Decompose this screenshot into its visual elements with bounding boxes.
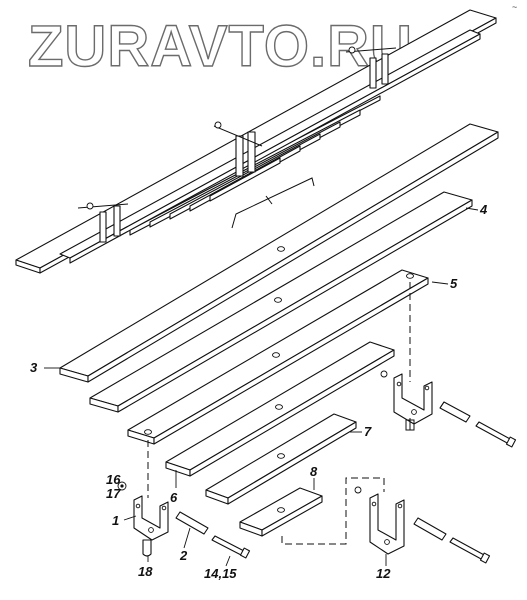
nut-left [117, 481, 127, 491]
bolt-upper-right [475, 421, 517, 448]
spring-leaf-5 [127, 269, 429, 445]
callout-16: 16 [106, 472, 121, 487]
bolt-14-15 [211, 535, 251, 559]
callout-3: 3 [30, 360, 38, 375]
watermark: ZURAVTO.RU [28, 14, 413, 79]
pin-lower-right [413, 517, 447, 541]
pin-left [142, 539, 152, 557]
callout-6: 6 [170, 490, 178, 505]
callout-18: 18 [138, 564, 153, 579]
spring-clamp-right [345, 46, 397, 89]
corner-mark: ~ [512, 2, 517, 12]
callout-8: 8 [310, 464, 318, 479]
callout-14-15: 14,15 [204, 566, 237, 581]
callout-2: 2 [179, 548, 188, 563]
callout-1: 1 [112, 513, 119, 528]
u-bracket-left [133, 495, 169, 541]
callout-5: 5 [450, 276, 458, 291]
spring-leaf-6 [165, 341, 395, 477]
spring-clamp-center [213, 121, 263, 177]
u-bracket-lower-right [354, 486, 405, 555]
callout-7: 7 [364, 424, 372, 439]
leader-lines [44, 207, 479, 567]
assembled-leaf-spring [15, 9, 497, 274]
pin-upper-right [439, 401, 471, 423]
callout-17: 17 [106, 486, 121, 501]
pin-2 [175, 511, 209, 535]
spring-leaf-7 [205, 413, 357, 505]
callout-labels: 4 5 3 7 6 8 16 17 1 2 18 14,15 12 [30, 202, 488, 581]
callout-4: 4 [479, 202, 488, 217]
u-bracket-upper-right [380, 370, 433, 431]
spring-leaf-4 [89, 191, 473, 413]
bolt-lower-right [449, 537, 491, 564]
spring-clamp-left [77, 202, 129, 243]
spring-leaf-3 [59, 123, 499, 383]
alignment-lines [147, 282, 411, 545]
callout-12: 12 [376, 566, 391, 581]
spring-leaf-8 [239, 487, 323, 537]
